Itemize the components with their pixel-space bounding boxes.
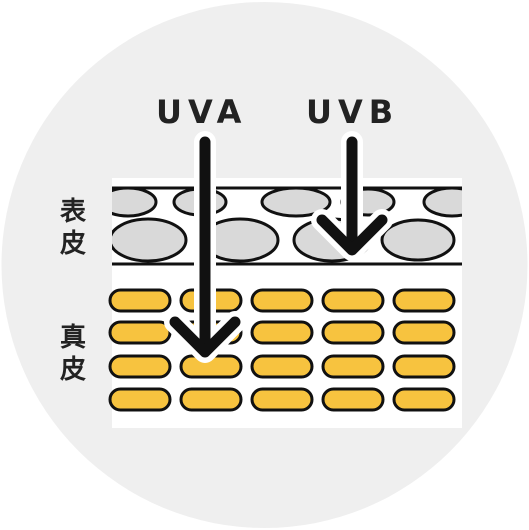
dermis-label-line-1: 真 [59,323,86,353]
epidermis-cell [380,218,456,262]
dermis-cell [250,354,314,379]
epidermis-label-line-1: 表 [59,197,86,227]
dermis-cell [108,354,172,379]
dermis-cell [179,387,243,412]
epidermis-cell [260,188,332,218]
epidermis-cell [112,188,158,218]
epidermis-label: 表 皮 [58,196,88,260]
epidermis-label-line-2: 皮 [59,229,86,259]
dermis-label: 真 皮 [58,322,88,386]
dermis-cell [321,288,385,313]
uva-label: UVA [156,93,248,131]
dermis-cell [108,387,172,412]
dermis-cell [392,320,456,345]
dermis-label-line-2: 皮 [59,355,86,385]
dermis-cell [321,354,385,379]
dermis-cell [321,387,385,412]
dermis-cell [250,288,314,313]
dermis-cell [250,320,314,345]
uvb-label: UVB [306,93,400,131]
dermis-cell [108,320,172,345]
dermis-cell [392,354,456,379]
dermis-cell [108,288,172,313]
dermis-cell [392,288,456,313]
uva-arrow [164,131,246,363]
dermis-cell [250,387,314,412]
uvb-arrow [311,131,393,261]
epidermis-cell [422,188,462,218]
dermis-cell [392,387,456,412]
epidermis-cell [112,217,188,263]
dermis-cell [321,320,385,345]
